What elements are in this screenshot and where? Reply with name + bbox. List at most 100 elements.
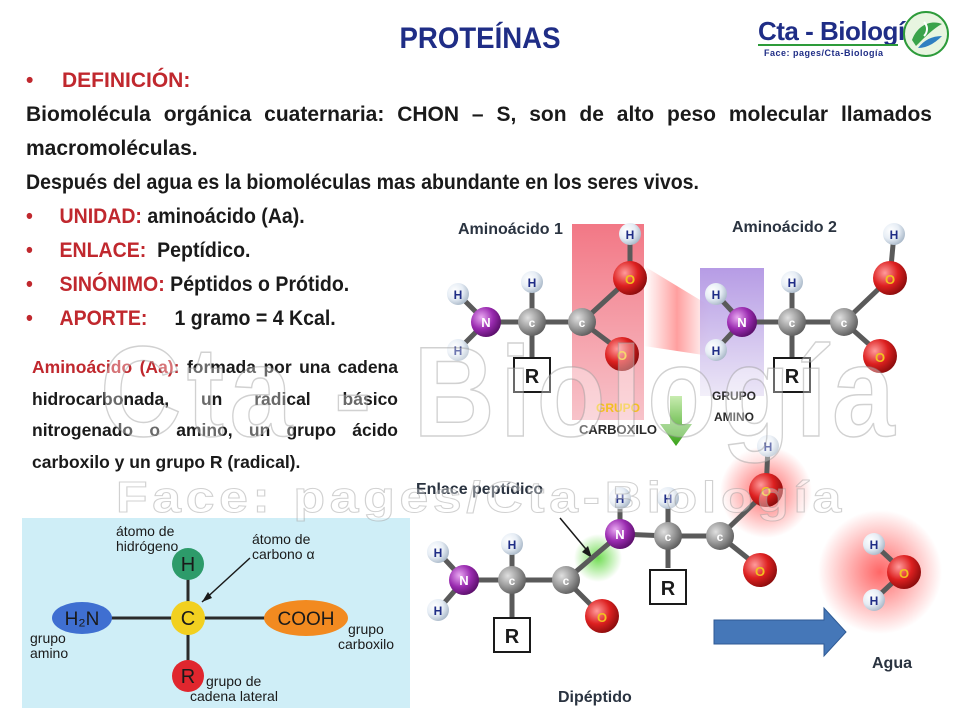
energy-item: •APORTE: 1 gramo = 4 Kcal. bbox=[26, 302, 869, 336]
leaf-globe-icon bbox=[903, 11, 949, 57]
synonym-label: SINÓNIMO: bbox=[59, 273, 165, 296]
synonym-value: Péptidos o Prótido. bbox=[170, 273, 350, 296]
amino-formula: H₂N bbox=[65, 609, 100, 630]
hydrogen-label-line1: átomo de bbox=[116, 523, 175, 539]
bond-item: • ENLACE: Peptídico. bbox=[26, 234, 869, 268]
definition-label: DEFINICIÓN: bbox=[62, 69, 191, 92]
definition-item: • DEFINICIÓN: bbox=[26, 64, 932, 98]
bullet: • bbox=[26, 307, 33, 330]
atom-h: H bbox=[508, 538, 517, 552]
unit-value: aminoácido (Aa). bbox=[147, 205, 305, 228]
unit-item: •UNIDAD: aminoácido (Aa). bbox=[26, 200, 869, 234]
peptide-bond-diagram: Aminoácido 1 Aminoácido 2 GRUPO CARBOXIL… bbox=[416, 219, 942, 706]
atom-h: H bbox=[870, 594, 879, 608]
atom-h: H bbox=[454, 288, 463, 302]
radical-box: R bbox=[505, 626, 520, 648]
aminoacid-description-label: Aminoácido (Aa): bbox=[32, 357, 180, 377]
amino-label-line2: amino bbox=[30, 645, 68, 661]
aminoacid1-label: Aminoácido 1 bbox=[458, 221, 563, 238]
carboxyl-label-line2: carboxilo bbox=[338, 636, 394, 652]
atom-o: O bbox=[761, 484, 771, 499]
bullet: • bbox=[26, 273, 33, 296]
alpha-carbon bbox=[171, 601, 205, 635]
amino-group-label-1: GRUPO bbox=[712, 389, 756, 403]
radical-box: R bbox=[785, 366, 800, 388]
radical-box: R bbox=[525, 366, 540, 388]
atom-c: c bbox=[841, 316, 848, 330]
amino-label-line1: grupo bbox=[30, 630, 66, 646]
definition-text: Biomolécula orgánica cuaternaria: CHON –… bbox=[26, 103, 932, 160]
atom-h: H bbox=[528, 276, 537, 290]
atom-o: O bbox=[617, 348, 627, 363]
atom-h: H bbox=[712, 288, 721, 302]
atom-c: c bbox=[665, 530, 672, 544]
radical-symbol: R bbox=[181, 666, 195, 688]
carboxyl-formula: COOH bbox=[278, 609, 335, 630]
page-title: PROTEÍNAS bbox=[399, 22, 561, 55]
atom-o: O bbox=[597, 610, 607, 625]
radical-box: R bbox=[661, 578, 676, 600]
energy-label: APORTE: bbox=[59, 307, 148, 330]
arrow-right-icon bbox=[713, 606, 847, 658]
brand-logo: Cta - Biología Face: pages/Cta-Biología bbox=[752, 10, 952, 62]
abundance-text: Después del agua es la biomoléculas mas … bbox=[26, 171, 699, 194]
water-label: Agua bbox=[872, 655, 912, 672]
atom-o: O bbox=[755, 564, 765, 579]
side-chain-label-line1: grupo de bbox=[206, 673, 261, 689]
atom-h: H bbox=[434, 546, 443, 560]
logo-name: Cta - Biología bbox=[758, 16, 919, 46]
atom-h: H bbox=[870, 538, 879, 552]
amino-group-label-2: AMINO bbox=[714, 410, 754, 424]
atom-h: H bbox=[616, 492, 625, 506]
carboxyl-group bbox=[264, 600, 348, 636]
atom-h: H bbox=[712, 344, 721, 358]
atom-n: N bbox=[737, 315, 746, 330]
carbon-label-line1: átomo de bbox=[252, 531, 311, 547]
logo-subtitle: Face: pages/Cta-Biología bbox=[764, 48, 884, 58]
water-molecule: H H O bbox=[863, 533, 921, 611]
atom-o: O bbox=[885, 272, 895, 287]
atom-h: H bbox=[890, 228, 899, 242]
atom-h: H bbox=[664, 492, 673, 506]
aminoacid-structure-diagram: H H₂N C COOH R átomo de hidrógeno átomo … bbox=[22, 518, 410, 708]
aminoacid2-molecule: H H N H c c O O H R bbox=[705, 223, 907, 393]
content-block: • DEFINICIÓN: Biomolécula orgánica cuater… bbox=[26, 64, 932, 336]
bond-label: ENLACE: bbox=[59, 239, 147, 262]
synonym-item: • SINÓNIMO: Péptidos o Prótido. bbox=[26, 268, 869, 302]
atom-c: c bbox=[563, 574, 570, 588]
atom-h: H bbox=[454, 344, 463, 358]
atom-c: c bbox=[509, 574, 516, 588]
hydrogen-symbol: H bbox=[181, 554, 195, 576]
atom-c: c bbox=[529, 316, 536, 330]
atom-c: c bbox=[789, 316, 796, 330]
dipeptide-molecule: H H N H c c O N H H c c O O H R R bbox=[427, 435, 783, 653]
atom-h: H bbox=[626, 228, 635, 242]
aminoacid2-label: Aminoácido 2 bbox=[732, 219, 837, 236]
side-chain-label-line2: cadena lateral bbox=[190, 688, 278, 704]
peptide-bond-label: Enlace peptídico bbox=[416, 481, 543, 498]
hydrogen-atom bbox=[172, 548, 204, 580]
carbon-label-line2: carbono α bbox=[252, 546, 315, 562]
aminoacid1-molecule: H H N H c c O O H R bbox=[447, 223, 647, 393]
atom-o: O bbox=[899, 566, 909, 581]
carboxyl-label-line1: grupo bbox=[348, 621, 384, 637]
hydrogen-label-line2: hidrógeno bbox=[116, 538, 178, 554]
aminoacid-description: Aminoácido (Aa): formada por una cadena … bbox=[32, 352, 398, 478]
atom-n: N bbox=[615, 527, 624, 542]
aminoacid-description-text: formada por una cadena hidrocarbonada, u… bbox=[32, 357, 398, 472]
arrow-down-icon bbox=[660, 396, 692, 446]
atom-c: c bbox=[717, 530, 724, 544]
side-chain-group bbox=[172, 660, 204, 692]
carbon-symbol: C bbox=[181, 608, 195, 630]
bullet: • bbox=[26, 69, 34, 92]
bond-value: Peptídico. bbox=[157, 239, 251, 262]
atom-o: O bbox=[625, 272, 635, 287]
atom-h: H bbox=[788, 276, 797, 290]
bullet: • bbox=[26, 239, 33, 262]
atom-c: c bbox=[579, 316, 586, 330]
amino-group bbox=[52, 602, 112, 634]
atom-n: N bbox=[481, 315, 490, 330]
atom-o: O bbox=[875, 350, 885, 365]
atom-n: N bbox=[459, 573, 468, 588]
carboxyl-group-label-2: CARBOXILO bbox=[579, 422, 657, 437]
